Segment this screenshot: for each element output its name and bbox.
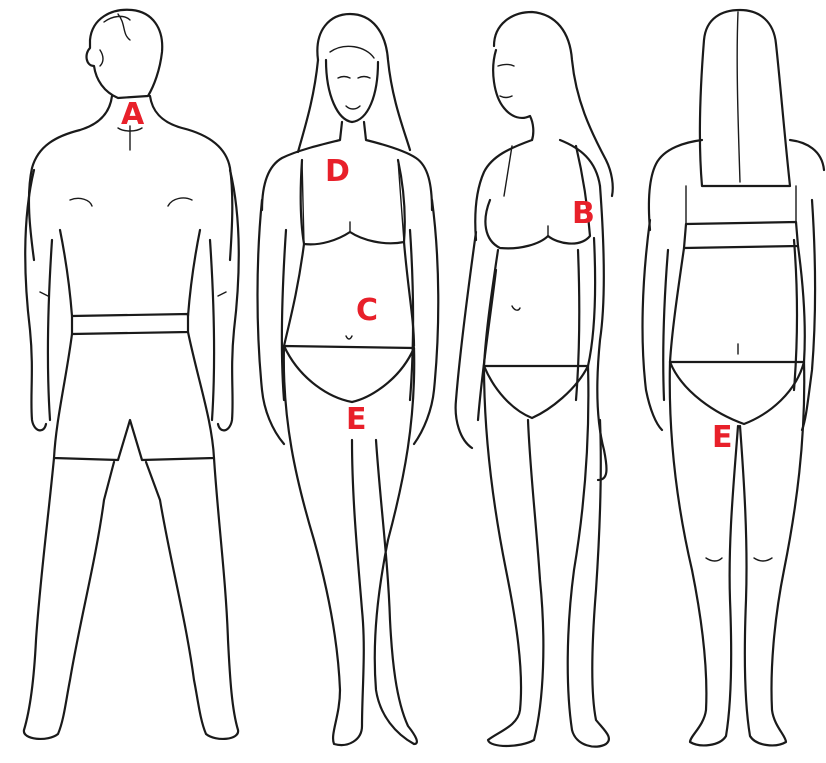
marker-d-label: D xyxy=(325,157,350,187)
marker-b-label: B xyxy=(572,199,595,229)
marker-e-front-label: E xyxy=(346,405,367,435)
figure-woman-side xyxy=(456,12,613,747)
figure-woman-front xyxy=(258,14,439,745)
figure-woman-back xyxy=(643,10,824,745)
marker-a-label: A xyxy=(121,100,144,130)
marker-e-back-label: E xyxy=(712,423,733,453)
marker-c-label: C xyxy=(356,296,378,326)
